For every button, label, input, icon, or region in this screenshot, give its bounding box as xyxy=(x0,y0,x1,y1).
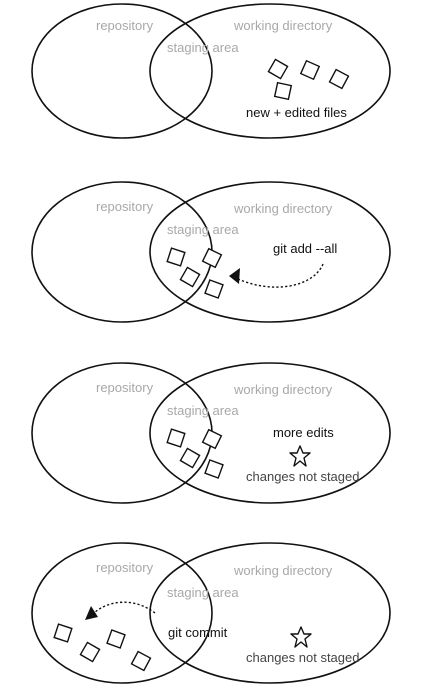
changes-not-staged-label: changes not staged xyxy=(246,469,359,484)
repository-label: repository xyxy=(96,560,154,575)
working-directory-ellipse xyxy=(149,542,391,684)
repository-label: repository xyxy=(96,18,154,33)
panel-2: repository working directory staging are… xyxy=(31,181,391,323)
file-icon xyxy=(79,641,101,663)
arrow-head-icon xyxy=(85,606,98,620)
panel-3: repository working directory staging are… xyxy=(31,362,391,504)
repository-label: repository xyxy=(96,199,154,214)
dashed-arrow-icon xyxy=(91,601,156,616)
new-edited-files-label: new + edited files xyxy=(246,105,347,120)
working-directory-label: working directory xyxy=(233,201,333,216)
file-icon xyxy=(106,629,126,649)
repository-label: repository xyxy=(96,380,154,395)
file-icon xyxy=(201,247,223,269)
changes-not-staged-label: changes not staged xyxy=(246,650,359,665)
file-icon xyxy=(166,247,186,267)
file-icon xyxy=(201,428,223,450)
file-icon xyxy=(328,68,350,90)
file-icon xyxy=(273,81,293,101)
git-commit-label: git commit xyxy=(168,625,228,640)
working-directory-ellipse xyxy=(149,3,391,139)
file-icon xyxy=(53,623,73,643)
file-icon xyxy=(166,428,186,448)
panel-1: repository working directory staging are… xyxy=(31,3,391,139)
arrow-head-icon xyxy=(229,268,240,284)
staging-area-label: staging area xyxy=(167,585,239,600)
working-directory-ellipse xyxy=(149,181,391,323)
file-icon xyxy=(300,60,320,80)
dashed-arrow-icon xyxy=(237,263,324,288)
file-icon xyxy=(179,447,201,469)
staging-area-label: staging area xyxy=(167,222,239,237)
repository-ellipse xyxy=(31,3,213,139)
file-icon xyxy=(130,650,152,672)
working-directory-label: working directory xyxy=(233,563,333,578)
file-icon xyxy=(204,459,224,479)
file-icon xyxy=(179,266,201,288)
panel-4: repository working directory staging are… xyxy=(31,542,391,684)
git-add-all-label: git add --all xyxy=(273,241,337,256)
more-edits-label: more edits xyxy=(273,425,334,440)
star-icon xyxy=(290,626,312,648)
staging-area-label: staging area xyxy=(167,40,239,55)
staging-area-label: staging area xyxy=(167,403,239,418)
file-icon xyxy=(267,58,289,80)
repository-ellipse xyxy=(31,542,213,684)
star-icon xyxy=(289,445,311,467)
working-directory-label: working directory xyxy=(233,18,333,33)
working-directory-ellipse xyxy=(149,362,391,504)
file-icon xyxy=(204,279,224,299)
working-directory-label: working directory xyxy=(233,382,333,397)
